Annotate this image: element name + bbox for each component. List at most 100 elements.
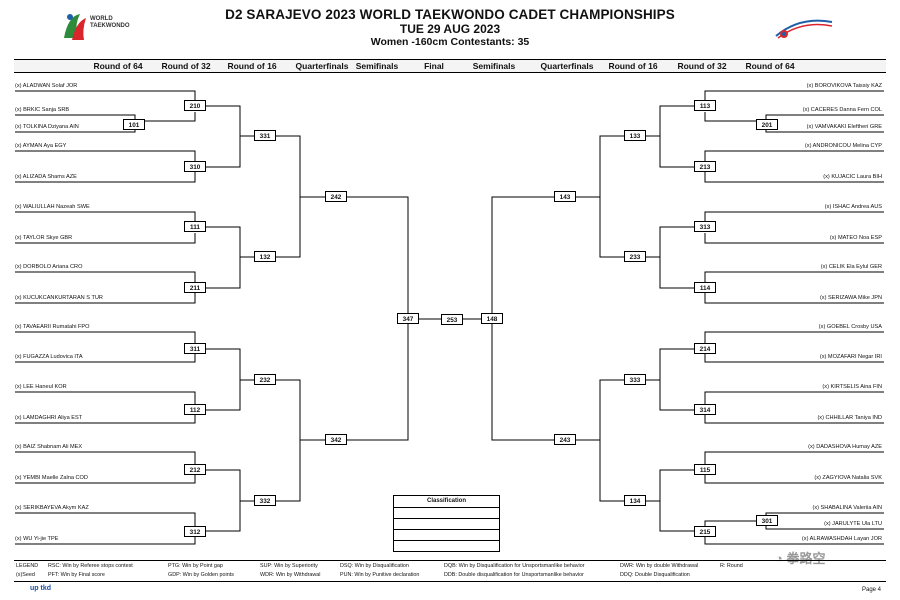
right-player: (x) KUJACIC Laura BIH xyxy=(823,174,882,180)
left-player: (x) TOLKINA Dziyana AIN xyxy=(15,124,79,130)
match-box: 211 xyxy=(184,282,206,293)
round-label: Round of 64 xyxy=(745,61,795,71)
legend-item: DWR: Win by double Withdrawal xyxy=(620,563,699,569)
federation-seal-icon xyxy=(775,19,833,39)
left-player: (x) YEMBI Maelle Zalna COD xyxy=(15,475,88,481)
round-label: Round of 32 xyxy=(161,61,211,71)
left-player: (x) FUGAZZA Ludovica ITA xyxy=(15,354,83,360)
classification-row xyxy=(393,508,500,519)
world-taekwondo-logo-icon xyxy=(64,14,86,40)
legend-item: WDR: Win by Withdrawal xyxy=(260,572,321,578)
round-label: Quarterfinals xyxy=(295,61,349,71)
right-player: (x) MOZAFARI Negar IRI xyxy=(819,354,882,360)
left-player: (x) BRKIC Sanja SRB xyxy=(15,107,70,113)
legend-item: DSQ: Win by Disqualification xyxy=(340,563,409,569)
legend-item: SUP: Win by Superiority xyxy=(260,563,318,569)
left-player: (x) AYMAN Aya EGY xyxy=(15,143,67,149)
right-player: (x) CHHILLAR Taniya IND xyxy=(817,415,882,421)
match-box: 232 xyxy=(254,374,276,385)
match-box: 133 xyxy=(624,130,646,141)
right-player: (x) GOEBEL Crosby USA xyxy=(818,324,882,330)
left-player: (x) ALIZADA Shams AZE xyxy=(15,174,77,180)
round-label: Round of 16 xyxy=(227,61,277,71)
left-player: (x) SERIKBAYEVA Akym KAZ xyxy=(15,505,89,511)
match-box: 242 xyxy=(325,191,347,202)
legend-item: DDB: Double disqualification for Unsport… xyxy=(444,572,584,578)
match-box: 112 xyxy=(184,404,206,415)
match-box: 201 xyxy=(756,119,778,130)
legend: LEGEND RSC: Win by Referee stops contest… xyxy=(14,560,886,582)
round-label: Round of 32 xyxy=(677,61,727,71)
match-box: 148 xyxy=(481,313,503,324)
match-box: 143 xyxy=(554,191,576,202)
federation-seal-logo xyxy=(770,12,840,46)
legend-item: PFT: Win by Final score xyxy=(48,572,105,578)
right-player: (x) CELIK Ela Eylul GER xyxy=(820,264,882,270)
match-box: 312 xyxy=(184,526,206,537)
match-box: 111 xyxy=(184,221,206,232)
right-player: (x) VAMVAKAKI Eleftheri GRE xyxy=(806,124,882,130)
round-label: Round of 16 xyxy=(608,61,658,71)
legend-item: DDQ: Double Disqualification xyxy=(620,572,690,578)
match-box: 114 xyxy=(694,282,716,293)
legend-title: LEGEND xyxy=(16,563,39,569)
classification-title: Classification xyxy=(393,495,500,508)
legend-item: PTG: Win by Point gap xyxy=(168,563,223,569)
watermark-chat-icon: ◔ xyxy=(775,551,783,566)
right-player: (x) DADASHOVA Humay AZE xyxy=(808,444,882,450)
category-info: Women -160cm Contestants: 35 xyxy=(370,36,530,48)
match-box: 215 xyxy=(694,526,716,537)
match-box: 342 xyxy=(325,434,347,445)
classification-row xyxy=(393,519,500,530)
match-box: 233 xyxy=(624,251,646,262)
left-player: (x) WU Yi-jie TPE xyxy=(15,536,59,542)
match-box: 310 xyxy=(184,161,206,172)
legend-item: DQB: Win by Disqualification for Unsport… xyxy=(444,563,585,569)
footer-brand: up tkd xyxy=(30,585,51,592)
logo-text-taekwondo: TAEKWONDO xyxy=(90,23,130,29)
match-box: 132 xyxy=(254,251,276,262)
left-player: (x) TAYLOR Skye GBR xyxy=(15,235,73,241)
match-box: 314 xyxy=(694,404,716,415)
legend-item: PUN: Win by Punitive declaration xyxy=(340,572,420,578)
match-box: 313 xyxy=(694,221,716,232)
right-player: (x) SHABALINA Valeriia AIN xyxy=(812,505,882,511)
match-box: 101 xyxy=(123,119,145,130)
match-box: 214 xyxy=(694,343,716,354)
round-label: Quarterfinals xyxy=(540,61,594,71)
page-title: D2 SARAJEVO 2023 WORLD TAEKWONDO CADET C… xyxy=(225,7,675,22)
watermark: ◔ 拳路空 xyxy=(775,548,826,567)
right-player: (x) ISHAC Andrea AUS xyxy=(824,204,882,210)
match-box: 311 xyxy=(184,343,206,354)
match-box: 213 xyxy=(694,161,716,172)
left-player: (x) LEE Haneul KOR xyxy=(15,384,67,390)
world-taekwondo-logo: WORLD TAEKWONDO xyxy=(58,8,138,44)
round-label: Final xyxy=(424,61,444,71)
legend-item: (x)Seed xyxy=(16,572,35,578)
legend-item: RSC: Win by Referee stops contest xyxy=(48,563,133,569)
match-box: 115 xyxy=(694,464,716,475)
left-player: (x) ALADWAN Solaf JOR xyxy=(15,83,78,89)
match-box: 113 xyxy=(694,100,716,111)
left-player: (x) LAMDAGHRI Aliya EST xyxy=(15,415,83,421)
right-player: (x) BOROVIKOVA Taissiy KAZ xyxy=(806,83,882,89)
right-player: (x) CACERES Danna Fern COL xyxy=(802,107,882,113)
match-box: 212 xyxy=(184,464,206,475)
watermark-text: 拳路空 xyxy=(786,551,826,566)
event-date: TUE 29 AUG 2023 xyxy=(399,22,501,36)
logo-text-world: WORLD xyxy=(90,16,113,22)
round-header-bar xyxy=(14,59,886,73)
round-label: Semifinals xyxy=(472,61,516,71)
left-player: (x) DORBOLO Ariana CRO xyxy=(15,264,83,270)
page-number: Page 4 xyxy=(862,587,882,593)
right-player: (x) ALRAWASHDAH Layan JOR xyxy=(801,536,882,542)
round-label: Round of 64 xyxy=(93,61,143,71)
right-player: (x) SERIZAWA Mike JPN xyxy=(819,295,882,301)
match-box: 301 xyxy=(756,515,778,526)
match-box: 134 xyxy=(624,495,646,506)
match-box: 347 xyxy=(397,313,419,324)
left-player: (x) KUCUKCANKURTARAN S TUR xyxy=(15,295,103,301)
match-box: 332 xyxy=(254,495,276,506)
right-player: (x) KIRTSELIS Aina FIN xyxy=(822,384,882,390)
